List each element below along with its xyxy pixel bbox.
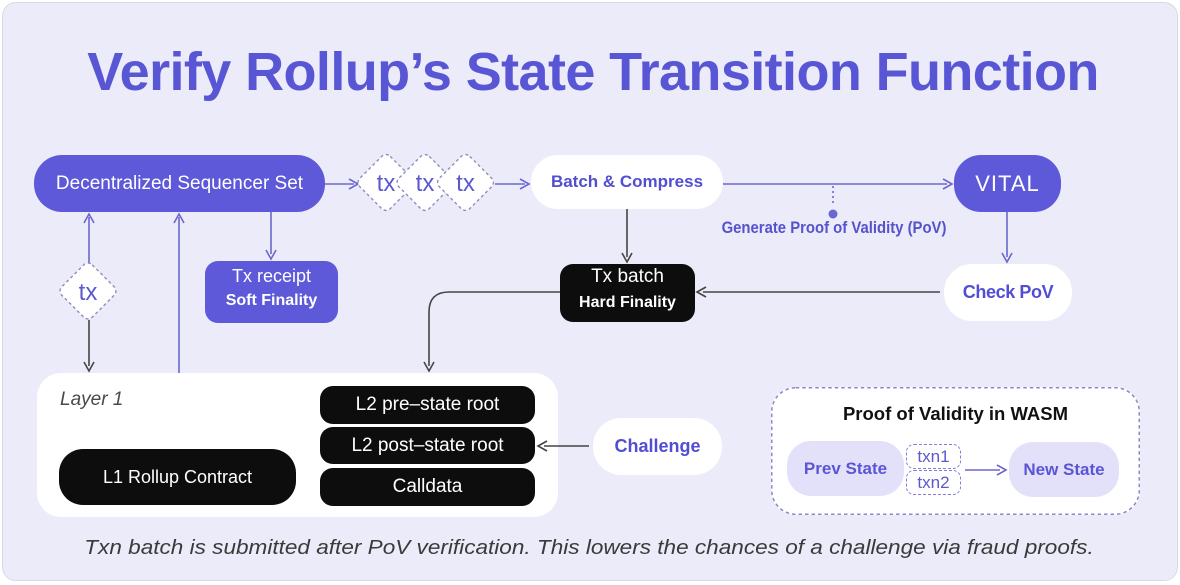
svg-text:tx: tx xyxy=(377,170,396,197)
svg-text:tx: tx xyxy=(79,279,98,306)
svg-text:tx: tx xyxy=(416,170,435,197)
svg-text:tx: tx xyxy=(456,170,475,197)
